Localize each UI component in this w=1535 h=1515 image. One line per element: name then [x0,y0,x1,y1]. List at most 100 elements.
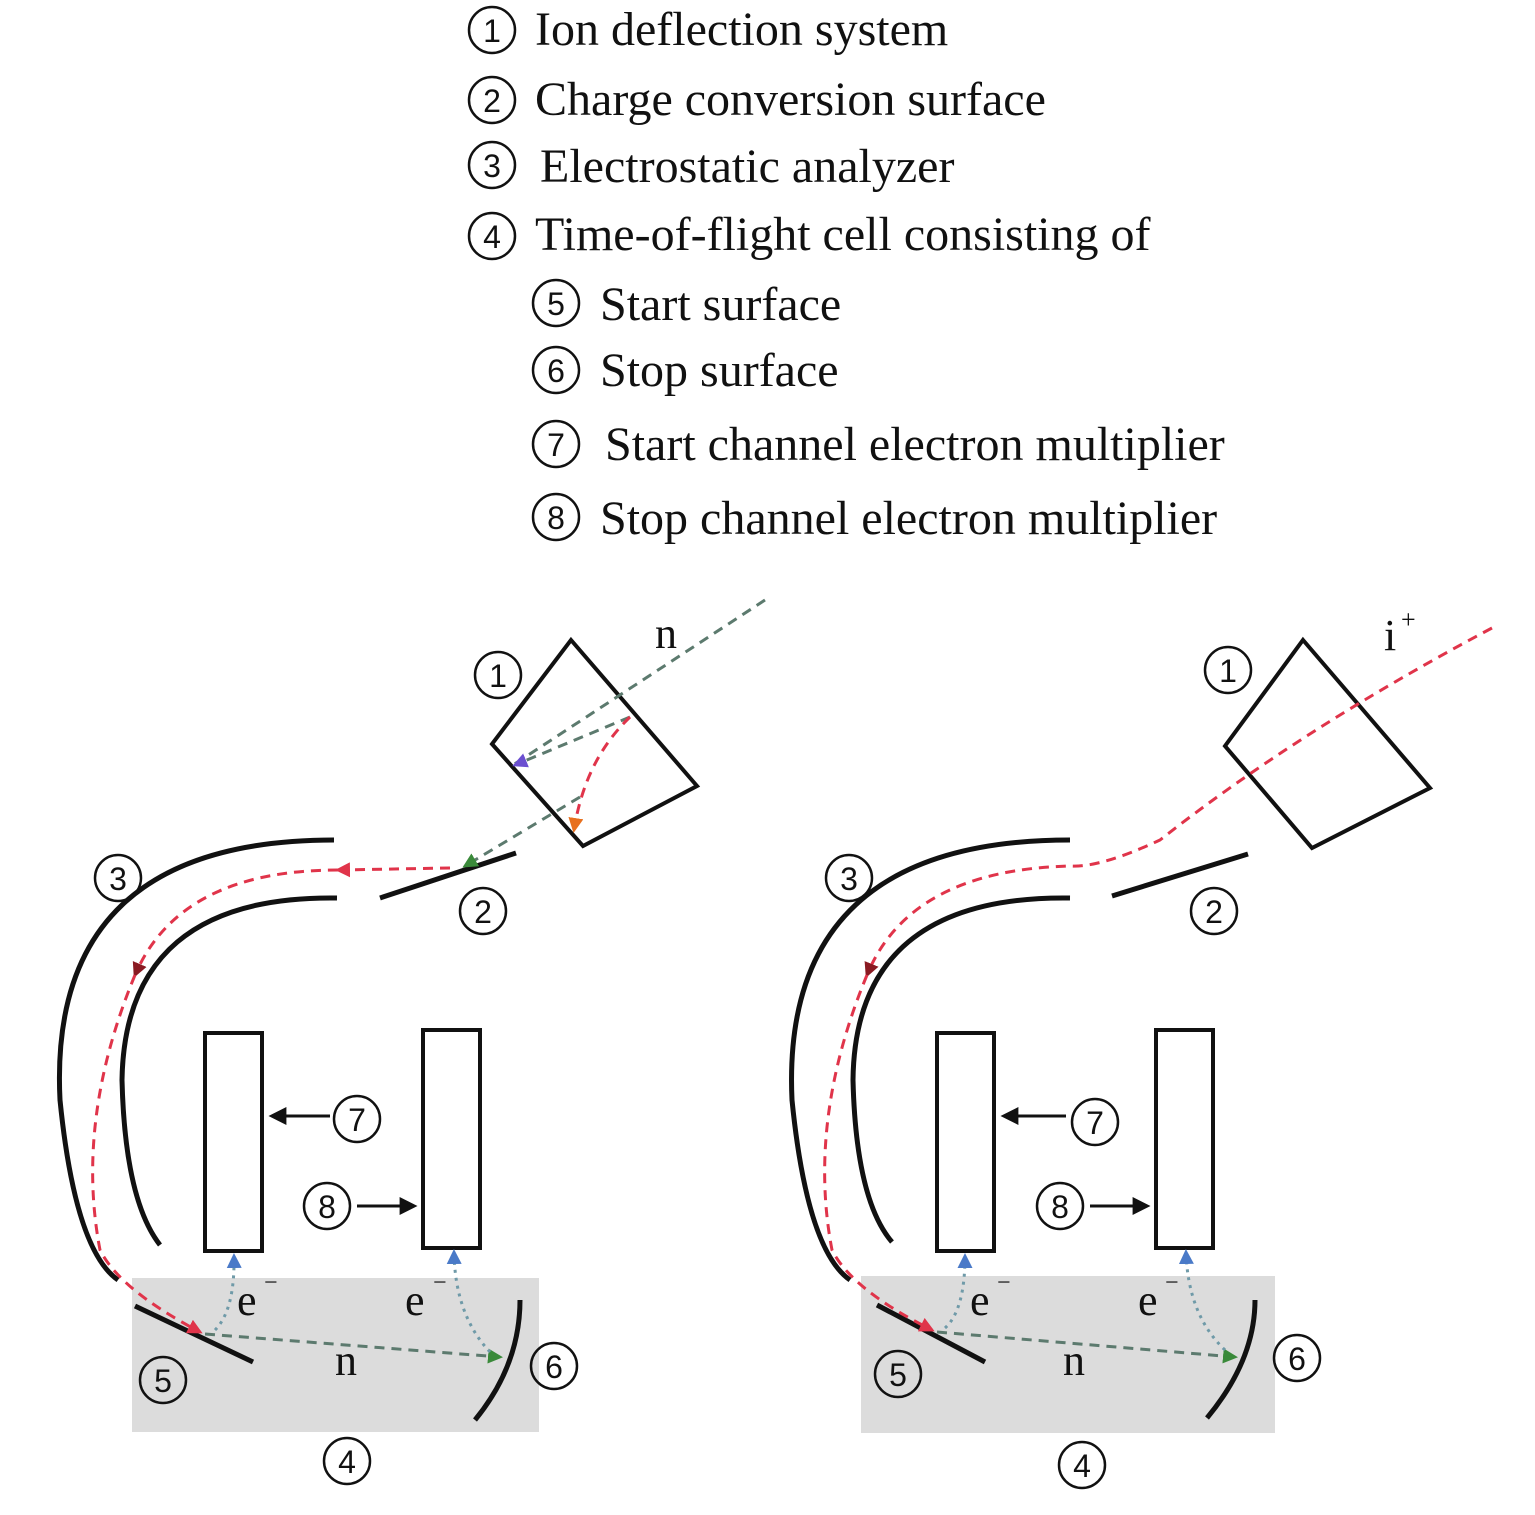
left-marker-2: 2 [458,886,508,936]
right-panel: i + e − e − n 1 2 3 7 8 5 [789,605,1493,1490]
right-start-electron-sup: − [997,1270,1011,1296]
marker-7-label: 7 [1086,1105,1104,1141]
legend: 1 Ion deflection system 2 Charge convers… [467,3,1225,545]
stop-electron-path [1178,1249,1227,1352]
left-panel: n e − e − n 1 2 3 7 8 5 [56,598,766,1486]
left-marker-3: 3 [93,853,143,903]
marker-7-label: 7 [348,1102,366,1138]
legend-text-8: Stop channel electron multiplier [600,492,1217,545]
start-surface [875,1302,987,1365]
legend-item-5: 5 Start surface [531,278,841,331]
marker-5-label: 5 [889,1357,907,1393]
esa-path-lower [823,974,935,1332]
stop-electron-path [446,1249,492,1354]
marker-8-label: 8 [318,1189,336,1225]
left-marker-8: 8 [302,1181,418,1231]
esa-path-upper [132,868,339,978]
left-marker-7: 7 [268,1094,382,1144]
incoming-ion-path [864,626,1493,978]
marker-4-label: 4 [1073,1448,1091,1484]
legend-text-6: Stop surface [600,344,839,397]
ion-deflection-system [489,636,701,849]
marker-2-label: 2 [474,894,492,930]
deflected-ion-path-2 [568,715,632,833]
start-cem [203,1031,264,1253]
incoming-neutral-path [509,598,766,769]
start-surface [133,1303,255,1365]
right-particle-sup: + [1401,605,1416,634]
start-cem [935,1031,996,1253]
converted-ion-path [335,862,451,878]
neutral-to-conversion-path [462,795,581,868]
right-stop-electron-label: e [1138,1276,1158,1325]
legend-text-2: Charge conversion surface [535,73,1046,126]
legend-item-8: 8 Stop channel electron multiplier [531,492,1217,545]
legend-marker-4: 4 [483,219,501,255]
right-marker-6: 6 [1272,1333,1322,1383]
right-marker-8: 8 [1035,1181,1151,1231]
legend-marker-7: 7 [547,427,565,463]
marker-8-label: 8 [1051,1189,1069,1225]
marker-4-label: 4 [338,1444,356,1480]
legend-text-4: Time-of-flight cell consisting of [535,208,1151,261]
legend-marker-3: 3 [483,148,501,184]
right-stop-electron-sup: − [1165,1270,1179,1296]
legend-item-4: 4 Time-of-flight cell consisting of [467,208,1151,261]
right-flight-label: n [1063,1336,1085,1385]
legend-marker-5: 5 [547,286,565,322]
left-marker-5: 5 [138,1355,188,1405]
esa-inner-plate [850,895,1071,1244]
legend-marker-6: 6 [547,353,565,389]
right-marker-2: 2 [1189,886,1239,936]
deflected-ion-path [512,715,631,768]
legend-text-5: Start surface [600,278,841,331]
left-start-electron-sup: − [264,1270,278,1296]
stop-cem [1154,1028,1215,1250]
right-start-electron-label: e [970,1276,990,1325]
ion-deflection-system [1222,636,1434,851]
tof-cell [861,1276,1275,1433]
start-electron-path [213,1253,242,1332]
stop-surface [473,1299,523,1422]
legend-marker-2: 2 [483,83,501,119]
marker-1-label: 1 [489,658,507,694]
esa-outer-plate [56,837,335,1283]
charge-conversion-surface [1111,851,1249,899]
left-marker-1: 1 [473,650,523,700]
esa-path-lower [91,974,203,1334]
marker-1-label: 1 [1219,653,1237,689]
stop-surface [1205,1299,1258,1420]
right-marker-1: 1 [1203,645,1253,695]
marker-5-label: 5 [154,1363,172,1399]
legend-marker-8: 8 [547,500,565,536]
left-start-electron-label: e [237,1276,257,1325]
marker-2-label: 2 [1205,894,1223,930]
right-marker-3: 3 [824,853,874,903]
legend-item-7: 7 Start channel electron multiplier [531,418,1225,471]
stop-cem [421,1028,482,1250]
left-particle-label: n [655,609,677,658]
marker-6-label: 6 [1288,1341,1306,1377]
legend-marker-1: 1 [483,13,501,49]
right-marker-5: 5 [873,1349,923,1399]
marker-3-label: 3 [109,861,127,897]
legend-item-3: 3 Electrostatic analyzer [467,140,954,193]
legend-text-1: Ion deflection system [535,3,948,56]
legend-item-6: 6 Stop surface [531,344,839,397]
marker-6-label: 6 [545,1349,563,1385]
left-marker-4: 4 [322,1436,372,1486]
tof-neutral-path [204,1332,503,1364]
legend-item-1: 1 Ion deflection system [467,3,948,56]
marker-3-label: 3 [840,861,858,897]
left-flight-label: n [335,1336,357,1385]
legend-text-3: Electrostatic analyzer [540,140,954,193]
esa-outer-plate [789,837,1071,1283]
right-marker-4: 4 [1057,1440,1107,1490]
esa-inner-plate [119,895,338,1247]
left-marker-6: 6 [529,1341,579,1391]
left-stop-electron-label: e [405,1276,425,1325]
legend-item-2: 2 Charge conversion surface [467,73,1046,126]
right-particle-label: i [1384,611,1396,660]
charge-conversion-surface [379,850,517,901]
